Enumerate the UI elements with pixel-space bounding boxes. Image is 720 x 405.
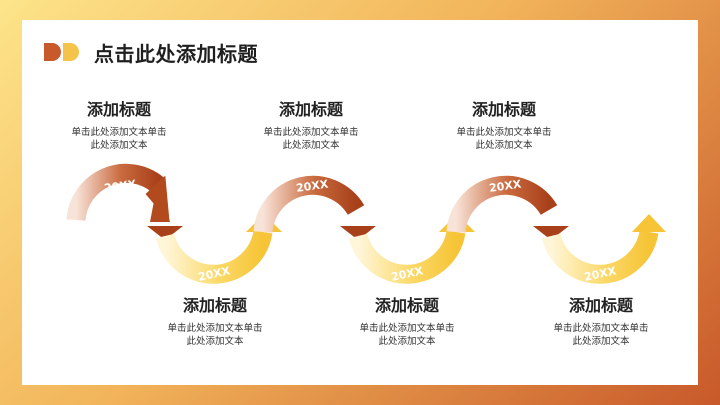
item-title: 添加标题 [568, 296, 633, 315]
item-title: 添加标题 [374, 296, 439, 315]
item-title: 添加标题 [182, 296, 247, 315]
item-title: 添加标题 [86, 100, 151, 119]
item-title: 添加标题 [471, 100, 536, 119]
timeline-arrow-down-2 [253, 175, 376, 240]
timeline-arrow-up-3 [541, 214, 666, 284]
year-label-3: 20XX [295, 177, 329, 194]
item-description: 单击此处添加文本单击 此处添加文本 [456, 127, 552, 151]
item-description: 单击此处添加文本单击 此处添加文本 [359, 323, 455, 347]
item-description: 单击此处添加文本单击 此处添加文本 [167, 323, 263, 347]
timeline-arrow-down-1 [66, 163, 183, 240]
timeline-arrow-down-3 [446, 175, 569, 240]
item-description: 单击此处添加文本单击 此处添加文本 [553, 323, 649, 347]
timeline-item-3: 添加标题 单击此处添加文本单击 此处添加文本 [246, 100, 376, 152]
timeline-item-5: 添加标题 单击此处添加文本单击 此处添加文本 [439, 100, 569, 152]
year-label-1: 20XX [103, 177, 137, 194]
year-label-5: 20XX [488, 177, 522, 194]
timeline-item-4: 添加标题 单击此处添加文本单击 此处添加文本 [342, 296, 472, 348]
timeline-item-1: 添加标题 单击此处添加文本单击 此处添加文本 [54, 100, 184, 152]
item-title: 添加标题 [278, 100, 343, 119]
item-description: 单击此处添加文本单击 此处添加文本 [263, 127, 359, 151]
item-description: 单击此处添加文本单击 此处添加文本 [71, 127, 167, 151]
logo-d-icon [44, 43, 79, 61]
timeline-item-2: 添加标题 单击此处添加文本单击 此处添加文本 [150, 296, 280, 348]
page-title: 点击此处添加标题 [94, 42, 258, 66]
timeline-item-6: 添加标题 单击此处添加文本单击 此处添加文本 [536, 296, 666, 348]
